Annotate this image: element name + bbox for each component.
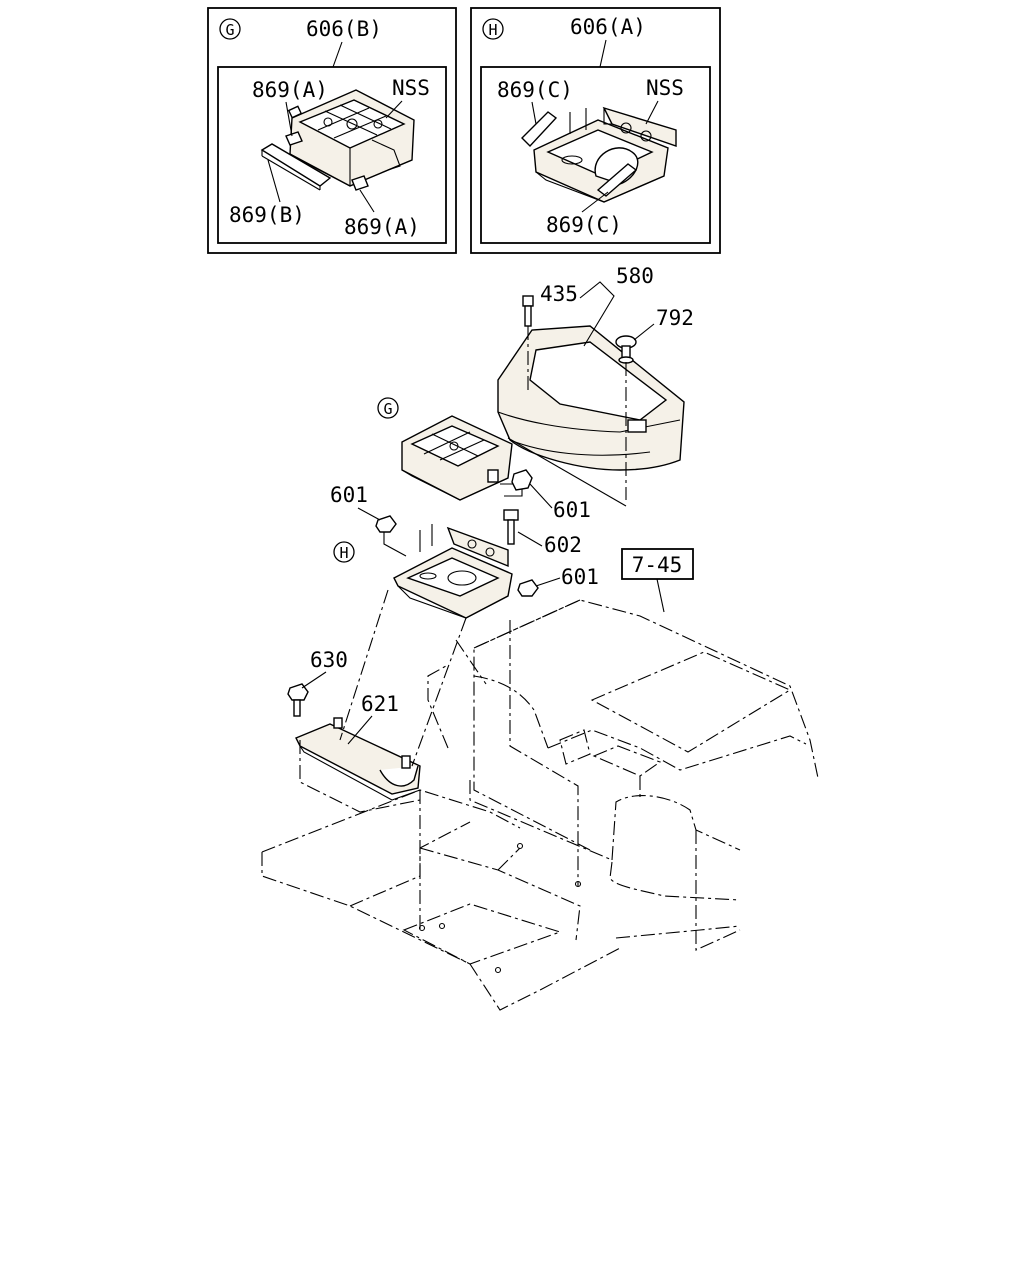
inset-g-inner-frame (217, 66, 447, 244)
bracket-h-guide (383, 532, 407, 557)
part-606a-bracket (393, 524, 513, 619)
inset-h-inner-frame (480, 66, 711, 244)
guide-g-to-lid (507, 437, 627, 507)
inset-g-label-869a-bottom: 869(A) (344, 215, 420, 239)
inset-g-label-nss: NSS (392, 76, 430, 100)
inset-g-outer-frame (207, 7, 457, 254)
inset-h-marker-circle (482, 18, 504, 40)
console-holes (418, 842, 582, 974)
callout-601-left: 601 (330, 483, 368, 507)
part-792-clip (615, 335, 637, 364)
part-621-rail-bracket (295, 717, 421, 801)
inset-h-outer-frame (470, 7, 721, 254)
inset-h-label-869c-bottom: 869(C) (546, 213, 622, 237)
part-601-nut-center (511, 469, 533, 491)
inset-h-bracket (533, 106, 677, 203)
callout-621: 621 (361, 692, 399, 716)
marker-h-label: H (339, 544, 348, 562)
inset-g-leader-869b (267, 159, 281, 203)
inset-g-label-869a-top: 869(A) (252, 78, 328, 102)
leader-601-right (535, 577, 561, 587)
inset-g-label-869b: 869(B) (229, 203, 305, 227)
leader-601-nut (529, 483, 553, 509)
inset-h-leader-869c-bottom (581, 191, 609, 213)
callout-601-nut: 601 (553, 498, 591, 522)
inset-h-title-leader (599, 39, 607, 68)
leader-ref-box (656, 578, 665, 613)
marker-h-circle (333, 541, 355, 563)
inset-g-marker-label: G (225, 21, 234, 39)
inset-h-title: 606(A) (570, 15, 646, 39)
inset-h-leader-nss (645, 100, 659, 125)
leader-792 (633, 323, 655, 341)
inset-g-pad-a-bottom (351, 175, 369, 191)
inset-h-label-869c-top: 869(C) (497, 78, 573, 102)
inset-g-leader-869a-top (285, 101, 293, 137)
inset-g-title: 606(B) (306, 17, 382, 41)
part-601-nut-right (517, 579, 539, 597)
part-630-bolt (287, 683, 309, 717)
leader-602 (517, 531, 543, 547)
callout-630: 630 (310, 648, 348, 672)
inset-g-leader-869a-bottom (359, 189, 375, 213)
inset-g-marker-circle (219, 18, 241, 40)
callout-792: 792 (656, 306, 694, 330)
part-606b-bracket (401, 415, 513, 501)
part-601-nut-left (375, 515, 397, 533)
callout-580: 580 (616, 264, 654, 288)
inset-h-leader-869c-top (531, 101, 537, 125)
inset-h-strip-c-bottom (596, 163, 638, 197)
inset-h: H 606(A) 869(C) NSS 869(C) (470, 7, 721, 254)
part-435-screw (522, 295, 534, 327)
ref-box-label: 7-45 (632, 553, 683, 577)
inset-g-strip-b (260, 143, 332, 187)
console-outline (261, 589, 819, 1011)
inset-g-pad-a-top (285, 131, 303, 146)
inset-g-leader-nss (385, 100, 403, 119)
callout-602: 602 (544, 533, 582, 557)
inset-h-strip-c-top (521, 111, 558, 148)
marker-g-label: G (383, 400, 392, 418)
leader-601-left (357, 507, 381, 521)
bracket-g-guide (500, 483, 523, 497)
inset-g-bracket (287, 89, 415, 187)
callout-435: 435 (540, 282, 578, 306)
leader-580 (579, 281, 615, 347)
marker-g-circle (377, 397, 399, 419)
part-580-console-lid (497, 325, 685, 471)
inset-g-title-leader (332, 41, 343, 68)
inset-h-label-nss: NSS (646, 76, 684, 100)
leader-630 (301, 671, 327, 689)
inset-h-marker-label: H (488, 21, 497, 39)
part-602-bolt (503, 509, 519, 545)
callout-601-right: 601 (561, 565, 599, 589)
leader-621 (347, 715, 373, 745)
inset-g: G 606(B) 869(A) NSS (207, 7, 457, 254)
